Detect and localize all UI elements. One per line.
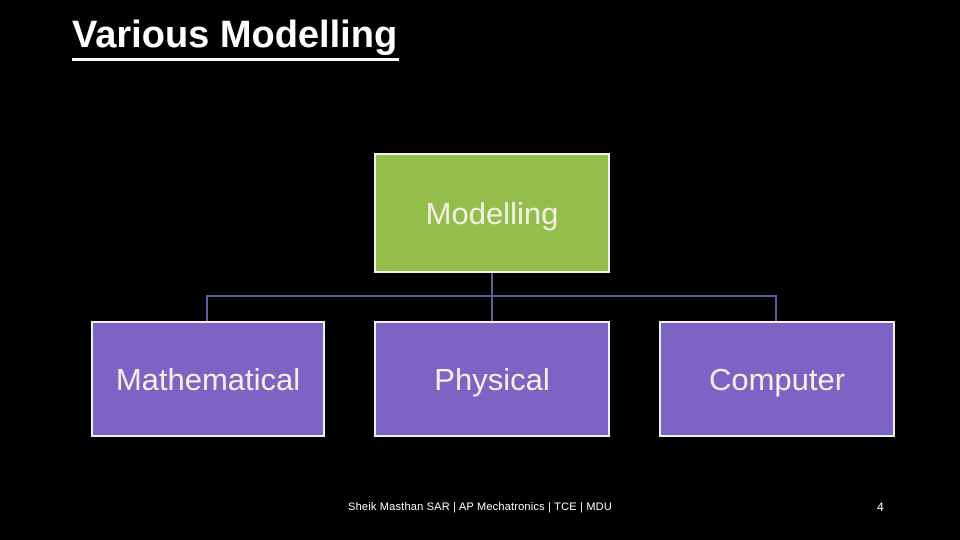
slide-title: Various Modelling	[72, 14, 400, 61]
diagram-box-computer: Computer	[659, 321, 895, 437]
box-label: Mathematical	[115, 361, 301, 397]
footer-credit: Sheik Masthan SAR | AP Mechatronics | TC…	[348, 501, 612, 513]
page-number: 4	[877, 500, 884, 514]
diagram-box-modelling: Modelling	[374, 153, 610, 273]
diagram-box-mathematical: Mathematical	[91, 321, 325, 437]
diagram-box-physical: Physical	[374, 321, 610, 437]
box-label: Computer	[708, 361, 846, 397]
box-label: Modelling	[425, 195, 559, 231]
box-label: Physical	[434, 361, 550, 397]
